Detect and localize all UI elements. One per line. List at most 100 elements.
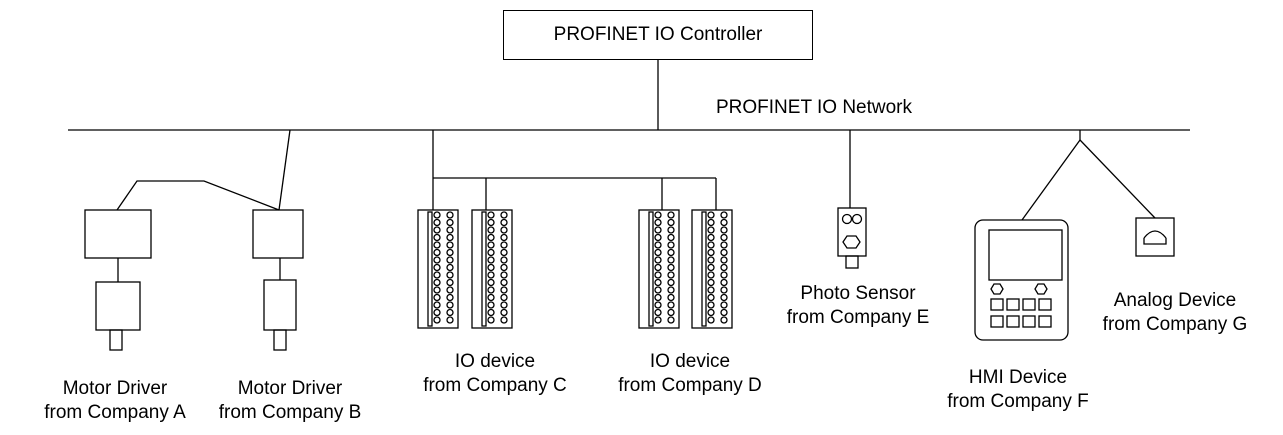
- terminal-screw: [500, 233, 508, 242]
- terminal-screw: [667, 278, 675, 287]
- terminal-screw: [500, 248, 508, 257]
- motor-driver-a-icon: [84, 209, 152, 351]
- terminal-screw: [707, 308, 715, 317]
- terminal-screw: [487, 218, 495, 227]
- io-device-d-icon: [638, 209, 733, 329]
- terminal-screw: [433, 286, 441, 294]
- terminal-screw: [654, 241, 662, 249]
- terminal-screw: [433, 211, 441, 219]
- terminal-screw: [487, 248, 495, 257]
- terminal-screw: [446, 316, 454, 324]
- terminal-screw: [446, 286, 454, 294]
- network-label: PROFINET IO Network: [716, 97, 913, 118]
- terminal-screw: [487, 316, 495, 324]
- terminal-screw: [487, 301, 495, 309]
- terminal-screw: [433, 226, 441, 234]
- terminal-screw: [446, 248, 454, 257]
- terminal-strip: [481, 211, 487, 327]
- hmi-analog-wiring: [1021, 130, 1156, 221]
- terminal-screw: [720, 256, 728, 264]
- terminal-screw: [707, 286, 715, 294]
- terminal-screw: [446, 241, 454, 249]
- terminal-screw: [667, 271, 675, 279]
- terminal-screw: [433, 233, 441, 242]
- terminal-screw: [500, 271, 508, 279]
- terminal-screw: [667, 211, 675, 219]
- terminal-screw: [433, 248, 441, 257]
- terminal-screw: [720, 271, 728, 279]
- terminal-screw: [487, 226, 495, 234]
- terminal-screw: [433, 308, 441, 317]
- terminal-screw: [500, 286, 508, 294]
- terminal-screw: [446, 263, 454, 272]
- terminal-screw: [654, 316, 662, 324]
- terminal-screw: [654, 271, 662, 279]
- terminal-screw: [667, 226, 675, 234]
- terminal-screw: [667, 293, 675, 302]
- terminal-screw: [667, 263, 675, 272]
- terminal-screw: [446, 233, 454, 242]
- terminal-screw: [707, 211, 715, 219]
- terminal-screw: [654, 293, 662, 302]
- terminal-screw: [707, 233, 715, 242]
- terminal-screw: [720, 293, 728, 302]
- terminal-screw: [500, 256, 508, 264]
- terminal-screw: [487, 211, 495, 219]
- terminal-screw: [667, 286, 675, 294]
- terminal-screw: [500, 316, 508, 324]
- terminal-screw: [654, 218, 662, 227]
- terminal-screw: [667, 218, 675, 227]
- controller-box: PROFINET IO Controller: [503, 10, 813, 60]
- terminal-screw: [667, 248, 675, 257]
- terminal-screw: [433, 301, 441, 309]
- terminal-screw: [500, 263, 508, 272]
- terminal-screw: [667, 308, 675, 317]
- terminal-screw: [707, 316, 715, 324]
- terminal-screw: [654, 308, 662, 317]
- terminal-screw: [720, 263, 728, 272]
- hmi-device-icon: [974, 219, 1069, 341]
- terminal-screw: [500, 226, 508, 234]
- terminal-screw: [654, 263, 662, 272]
- terminal-screw: [667, 233, 675, 242]
- terminal-screw: [654, 226, 662, 234]
- terminal-screw: [654, 256, 662, 264]
- terminal-screw: [667, 316, 675, 324]
- terminal-screw: [446, 278, 454, 287]
- terminal-screw: [446, 308, 454, 317]
- terminal-screw: [500, 218, 508, 227]
- terminal-screw: [500, 293, 508, 302]
- terminal-screw: [446, 271, 454, 279]
- terminal-screw: [446, 293, 454, 302]
- terminal-screw: [500, 241, 508, 249]
- terminal-screw: [446, 256, 454, 264]
- terminal-screw: [500, 278, 508, 287]
- terminal-screw: [500, 301, 508, 309]
- terminal-screw: [707, 263, 715, 272]
- io-device-wiring: [432, 130, 717, 210]
- terminal-screw: [667, 301, 675, 309]
- photo-sensor-icon: [837, 130, 867, 269]
- terminal-screw: [667, 256, 675, 264]
- terminal-screw: [487, 271, 495, 279]
- terminal-screw: [720, 226, 728, 234]
- terminal-screw: [433, 278, 441, 287]
- terminal-screw: [487, 278, 495, 287]
- terminal-screw: [720, 233, 728, 242]
- terminal-screw: [720, 248, 728, 257]
- terminal-screw: [487, 293, 495, 302]
- terminal-screw: [720, 286, 728, 294]
- terminal-screw: [487, 286, 495, 294]
- terminal-screw: [433, 271, 441, 279]
- terminal-screw: [707, 256, 715, 264]
- terminal-screw: [720, 308, 728, 317]
- terminal-screw: [707, 271, 715, 279]
- terminal-screw: [433, 293, 441, 302]
